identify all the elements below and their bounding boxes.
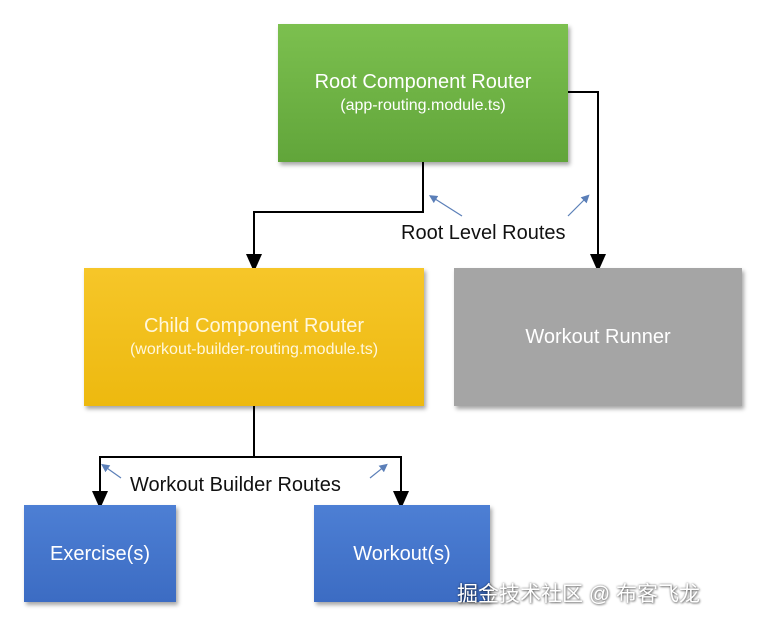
callout-pointer-root-left <box>428 195 463 217</box>
workout-runner-node: Workout Runner <box>454 268 742 406</box>
edge-child-to-exercise <box>92 406 255 509</box>
edge-root-to-runner <box>568 91 606 272</box>
root-router-file: (app-routing.module.ts) <box>340 97 506 114</box>
workout-runner-title: Workout Runner <box>525 326 671 348</box>
workout-node: Workout(s) <box>314 505 490 602</box>
edge-child-to-workout <box>254 456 409 509</box>
root-component-router-node: Root Component Router (app-routing.modul… <box>278 24 568 162</box>
child-component-router-node: Child Component Router (workout-builder-… <box>84 268 424 406</box>
root-level-routes-label: Root Level Routes <box>401 222 566 244</box>
callout-pointer-root-right <box>567 194 590 217</box>
child-router-file: (workout-builder-routing.module.ts) <box>129 341 379 358</box>
callout-pointer-builder-left <box>101 463 122 479</box>
workout-builder-routes-label: Workout Builder Routes <box>130 474 341 496</box>
watermark: 掘金技术社区 @ 布客飞龙 <box>457 583 700 606</box>
edge-root-to-child <box>246 162 424 272</box>
exercise-node: Exercise(s) <box>24 505 176 602</box>
exercise-title: Exercise(s) <box>49 542 150 565</box>
child-router-title: Child Component Router <box>143 315 365 337</box>
callout-pointer-builder-right <box>369 463 388 479</box>
workout-title: Workout(s) <box>353 542 451 565</box>
root-router-title: Root Component Router <box>314 71 532 93</box>
